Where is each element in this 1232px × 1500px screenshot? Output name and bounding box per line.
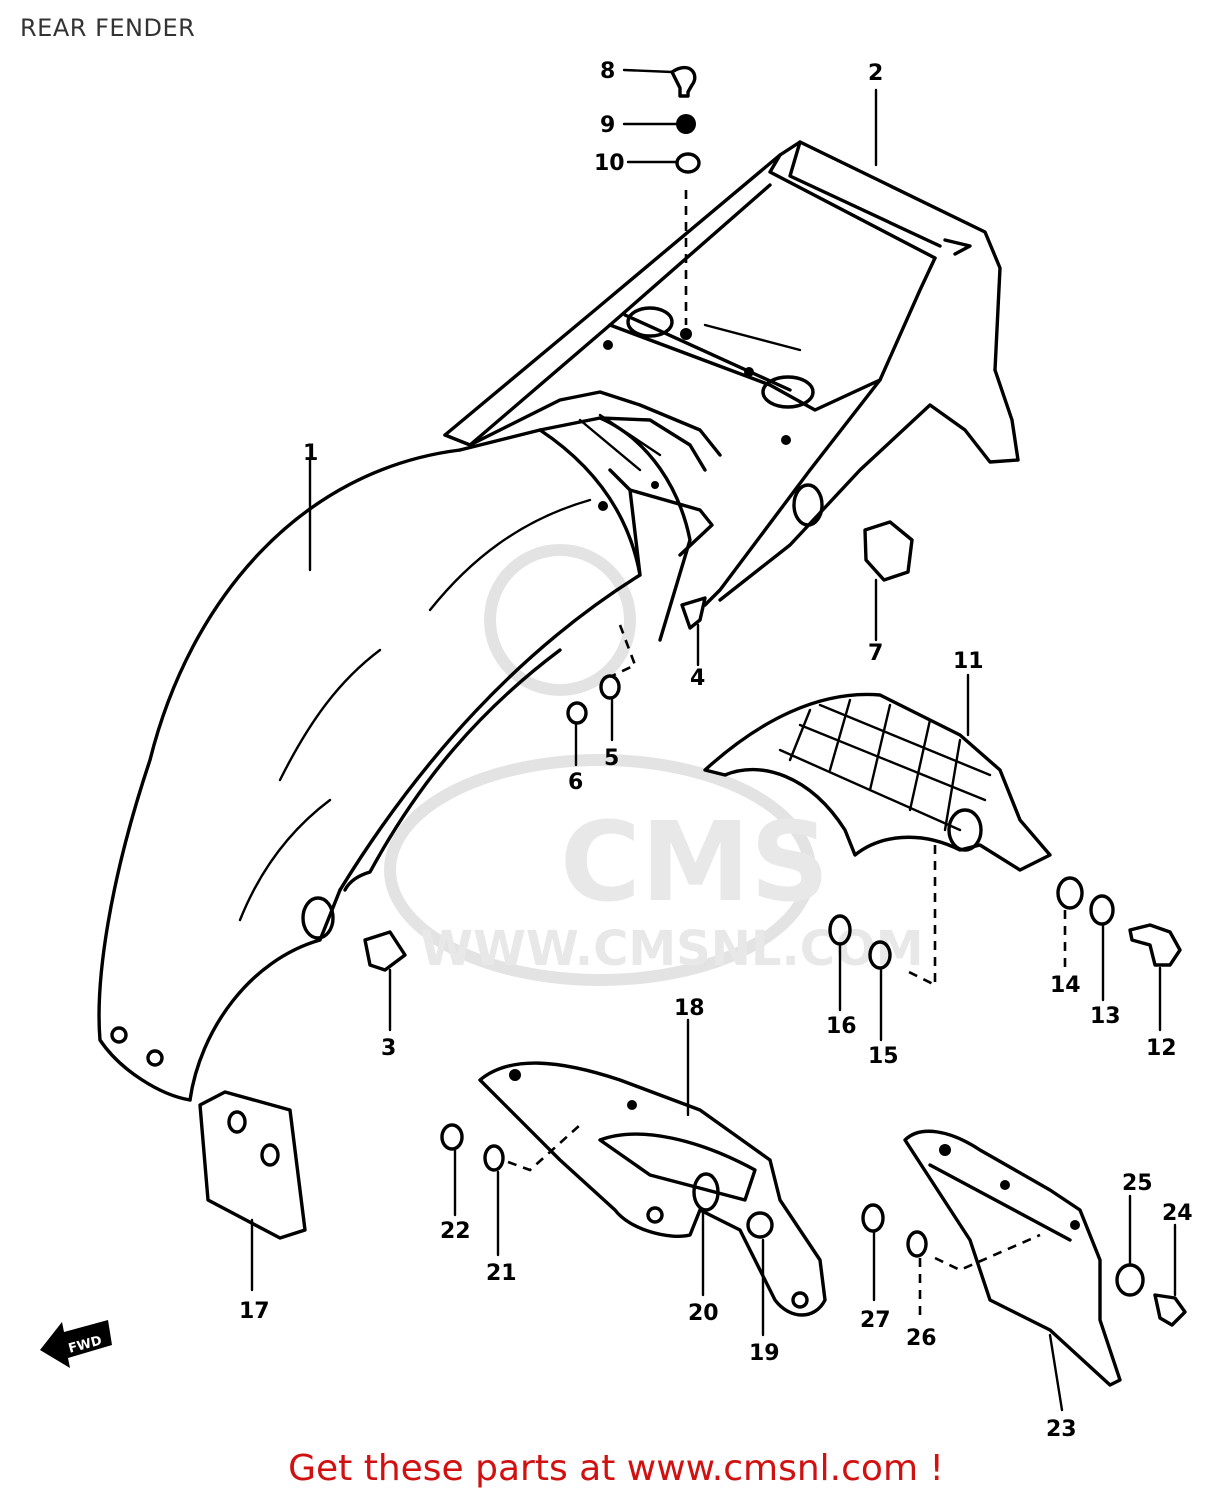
watermark-logo-text: CMS [560,798,829,926]
callout-20: 20 [688,1301,719,1326]
callout-4: 4 [690,666,705,691]
callout-19: 19 [749,1341,780,1366]
callout-2: 2 [868,61,883,86]
watermark-url: WWW.CMSNL.COM [420,921,924,977]
callout-25: 25 [1122,1171,1153,1196]
part-17-plate [198,1090,307,1240]
leader-lines [250,68,1177,1412]
fwd-arrow-icon: FWD [40,1320,112,1368]
part-23-rear-cover [903,1129,1122,1387]
callout-27: 27 [860,1308,891,1333]
callout-23: 23 [1046,1417,1077,1442]
callout-24: 24 [1162,1201,1193,1226]
callout-14: 14 [1050,973,1081,998]
part-18-bracket [478,1061,827,1317]
footer-promo-link[interactable]: Get these parts at www.cmsnl.com ! [288,1448,944,1489]
callout-13: 13 [1090,1004,1121,1029]
hardware-parts [363,65,1187,1327]
page-title: REAR FENDER [20,14,196,42]
callout-16: 16 [826,1014,857,1039]
callout-15: 15 [868,1044,899,1069]
callout-8: 8 [600,59,615,84]
part-11-inner-mudguard [703,692,1052,872]
part-1-rear-fender [97,413,714,1102]
callout-1: 1 [303,441,318,466]
callout-11: 11 [953,649,984,674]
callout-10: 10 [594,151,625,176]
callout-22: 22 [440,1219,471,1244]
callout-9: 9 [600,113,615,138]
part-2-tail-frame [443,140,1020,607]
callout-21: 21 [486,1261,517,1286]
callout-3: 3 [381,1036,396,1061]
callout-5: 5 [604,746,619,771]
callout-26: 26 [906,1326,937,1351]
callout-labels: 1 2 3 4 5 6 7 8 9 10 11 12 13 14 15 16 1… [239,59,1193,1442]
callout-17: 17 [239,1299,270,1324]
callout-7: 7 [868,641,883,666]
callout-18: 18 [674,996,705,1021]
callout-12: 12 [1146,1036,1177,1061]
callout-6: 6 [568,770,583,795]
